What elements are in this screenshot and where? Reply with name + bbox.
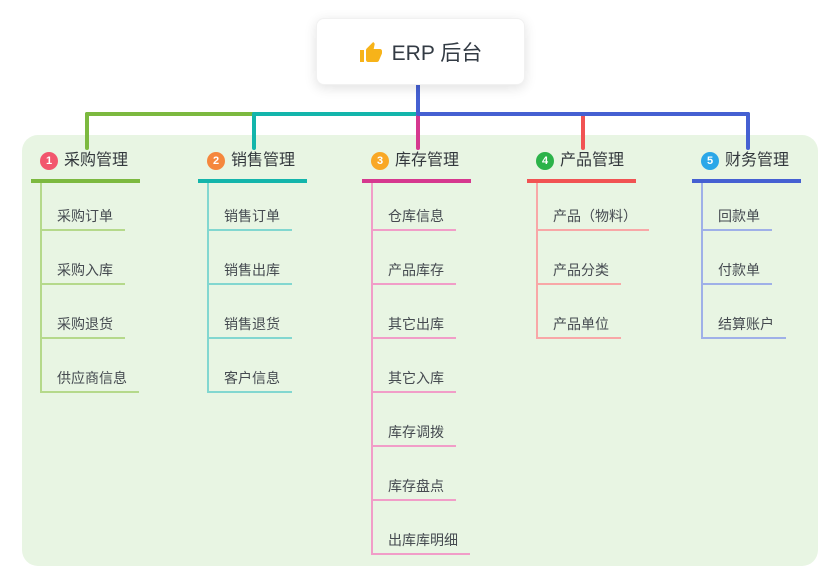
child-item[interactable]: 采购入库: [42, 231, 125, 285]
branch-4: 4 产品管理产品（物料）产品分类产品单位: [527, 149, 649, 339]
root-title: ERP 后台: [391, 41, 483, 65]
branch-number-badge: 2: [207, 152, 225, 170]
child-item[interactable]: 仓库信息: [373, 183, 456, 231]
branch-children: 销售订单销售出库销售退货客户信息: [207, 183, 307, 393]
branch-number-badge: 4: [536, 152, 554, 170]
branch-3: 3 库存管理仓库信息产品库存其它出库其它入库库存调拨库存盘点出库库明细: [362, 149, 472, 555]
connector-branch-5-horizontal: [417, 112, 750, 116]
branch-label: 销售管理: [231, 152, 296, 169]
connector-branch-2-horizontal: [252, 112, 421, 116]
child-item[interactable]: 产品库存: [373, 231, 456, 285]
branch-children: 仓库信息产品库存其它出库其它入库库存调拨库存盘点出库库明细: [371, 183, 471, 555]
connector-branch-5-drop: [746, 112, 750, 150]
branch-1: 1 采购管理采购订单采购入库采购退货供应商信息: [31, 149, 141, 393]
thumbs-up-icon: [359, 41, 383, 65]
branch-label: 库存管理: [395, 152, 460, 169]
branch-number-badge: 5: [701, 152, 719, 170]
connector-branch-1-drop: [85, 112, 89, 150]
root-connector: [416, 83, 420, 116]
branch-label: 财务管理: [725, 152, 790, 169]
child-item[interactable]: 产品（物料）: [538, 183, 649, 231]
branch-2: 2 销售管理销售订单销售出库销售退货客户信息: [198, 149, 308, 393]
child-item[interactable]: 付款单: [703, 231, 772, 285]
branch-label: 产品管理: [560, 152, 625, 169]
branch-label: 采购管理: [64, 152, 129, 169]
child-item[interactable]: 产品分类: [538, 231, 621, 285]
branch-children: 产品（物料）产品分类产品单位: [536, 183, 649, 339]
child-item[interactable]: 采购订单: [42, 183, 125, 231]
child-item[interactable]: 销售订单: [209, 183, 292, 231]
branch-children: 采购订单采购入库采购退货供应商信息: [40, 183, 140, 393]
connector-branch-2-drop: [252, 112, 256, 150]
child-item[interactable]: 其它入库: [373, 339, 456, 393]
branch-number-badge: 3: [371, 152, 389, 170]
child-item[interactable]: 回款单: [703, 183, 772, 231]
connector-branch-4-drop: [581, 112, 585, 150]
child-item[interactable]: 产品单位: [538, 285, 621, 339]
branch-header[interactable]: 3 库存管理: [362, 149, 472, 183]
child-item[interactable]: 结算账户: [703, 285, 786, 339]
branch-header[interactable]: 1 采购管理: [31, 149, 141, 183]
child-item[interactable]: 采购退货: [42, 285, 125, 339]
child-item[interactable]: 销售退货: [209, 285, 292, 339]
child-item[interactable]: 供应商信息: [42, 339, 139, 393]
root-node[interactable]: ERP 后台: [316, 18, 525, 85]
connector-branch-3-drop: [416, 112, 420, 150]
child-item[interactable]: 其它出库: [373, 285, 456, 339]
child-item[interactable]: 出库库明细: [373, 501, 470, 555]
branch-header[interactable]: 5 财务管理: [692, 149, 802, 183]
branch-header[interactable]: 4 产品管理: [527, 149, 637, 183]
branch-number-badge: 1: [40, 152, 58, 170]
child-item[interactable]: 库存盘点: [373, 447, 456, 501]
branch-header[interactable]: 2 销售管理: [198, 149, 308, 183]
branches-panel: 1 采购管理采购订单采购入库采购退货供应商信息 2 销售管理销售订单销售出库销售退货客…: [22, 135, 818, 566]
child-item[interactable]: 销售出库: [209, 231, 292, 285]
child-item[interactable]: 库存调拨: [373, 393, 456, 447]
branch-5: 5 财务管理回款单付款单结算账户: [692, 149, 802, 339]
child-item[interactable]: 客户信息: [209, 339, 292, 393]
branch-children: 回款单付款单结算账户: [701, 183, 801, 339]
